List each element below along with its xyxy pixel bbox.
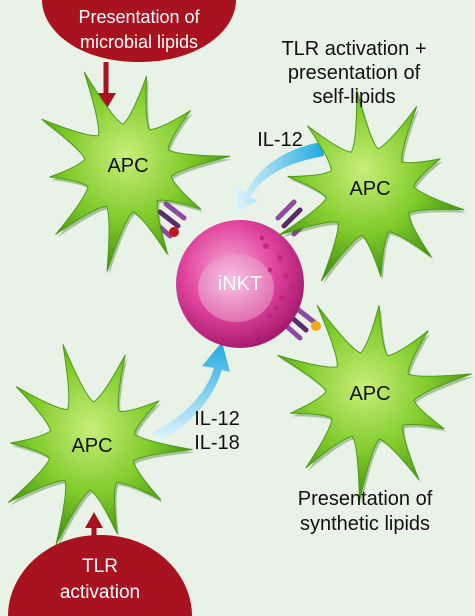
apc-label-bottom-right: APC bbox=[349, 383, 390, 405]
red-arrow-top bbox=[96, 62, 116, 110]
label-bottom-right-line1: Presentation of bbox=[298, 488, 433, 510]
apc-top-left bbox=[41, 71, 232, 275]
apc-tl-body bbox=[41, 71, 231, 272]
apc-bottom-right bbox=[277, 304, 474, 505]
apc-label-top-left: APC bbox=[107, 155, 148, 177]
bubble-top-line2: microbial lipids bbox=[80, 32, 198, 52]
bubble-bottom-line2: activation bbox=[60, 582, 140, 603]
apc-bl-body bbox=[7, 344, 193, 545]
cytokine-label-bottom: IL-12 IL-18 bbox=[194, 408, 240, 454]
bubble-bottom-tlr-activation: TLR activation bbox=[8, 535, 192, 616]
label-bottom-right-line2: synthetic lipids bbox=[300, 513, 430, 535]
apc-br-body bbox=[277, 304, 472, 502]
inkt-cell: iNKT bbox=[176, 220, 304, 348]
apc-label-top-right: APC bbox=[349, 178, 390, 200]
cytokine-arrow-bottom bbox=[152, 342, 230, 442]
red-arrow-bottom bbox=[85, 512, 103, 536]
cytokine-label-bottom-line2: IL-18 bbox=[194, 432, 240, 454]
label-top-right-line3: self-lipids bbox=[312, 86, 395, 108]
apc-top-right bbox=[278, 89, 467, 285]
apc-tr-body bbox=[278, 89, 465, 282]
bubble-bottom-line1: TLR bbox=[82, 556, 118, 577]
label-bottom-right: Presentation of synthetic lipids bbox=[298, 488, 433, 535]
cytokine-label-top: IL-12 bbox=[257, 129, 303, 151]
inkt-granules bbox=[255, 235, 295, 333]
cytokine-arrow-top bbox=[234, 142, 324, 214]
label-top-right-line1: TLR activation + bbox=[281, 38, 426, 60]
bubble-top-microbial-lipids: Presentation of microbial lipids bbox=[42, 0, 236, 62]
label-top-right: TLR activation + presentation of self-li… bbox=[281, 38, 426, 108]
cytokine-label-bottom-line1: IL-12 bbox=[194, 408, 240, 430]
label-top-right-line2: presentation of bbox=[288, 62, 421, 84]
apc-bottom-left bbox=[7, 344, 195, 548]
inkt-label: iNKT bbox=[218, 273, 262, 295]
bubble-top-line1: Presentation of bbox=[78, 7, 200, 27]
apc-label-bottom-left: APC bbox=[71, 435, 112, 457]
